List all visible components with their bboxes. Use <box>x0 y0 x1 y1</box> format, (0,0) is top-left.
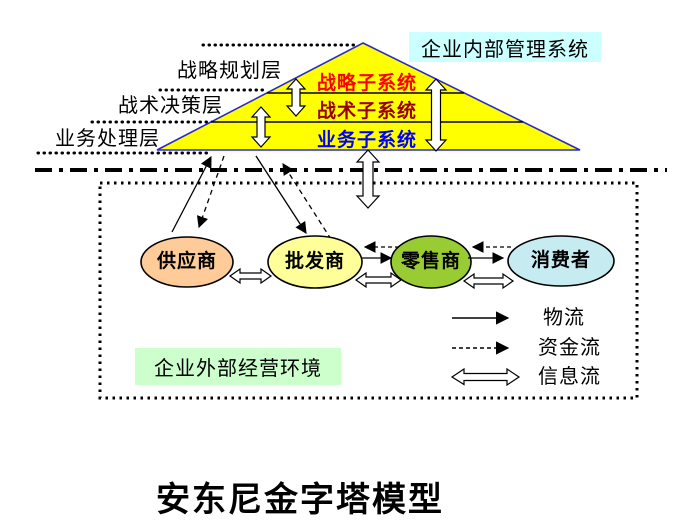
layer-label-tactical-decision: 战术决策层 <box>118 95 223 117</box>
external-environment-label: 企业外部经营环境 <box>135 348 341 385</box>
info-arrow-wholesaler-retailer <box>354 271 403 289</box>
consumer-label: 消费者 <box>530 250 592 272</box>
legend-hollow-arrow-icon <box>450 367 521 387</box>
layer-label-strategic-planning: 战略规划层 <box>177 60 282 82</box>
ellipse-supplier <box>140 236 234 288</box>
info-arrow-retailer-consumer <box>462 272 515 290</box>
info-arrow-pyramid-environment <box>355 149 381 209</box>
money-flow-enterprise-to-supplier <box>196 155 225 229</box>
supplier-label: 供应商 <box>156 251 218 273</box>
legend-label-money-flow: 资金流 <box>538 337 601 359</box>
money-flow-wholesaler-to-enterprise <box>282 163 337 248</box>
material-flow-enterprise-to-wholesaler <box>255 155 307 234</box>
ellipse-wholesaler <box>267 235 363 289</box>
layer-label-business-processing: 业务处理层 <box>55 128 160 150</box>
legend-label-material-flow: 物流 <box>543 307 585 329</box>
pyramid-label-business-subsystem: 业务子系统 <box>316 130 418 151</box>
info-arrow-strategic-tactical <box>285 78 307 117</box>
info-arrow-strategic-business <box>424 78 448 152</box>
info-arrow-tactical-business <box>250 106 272 148</box>
retailer-label: 零售商 <box>400 251 462 273</box>
pyramid-label-strategic-subsystem: 战略子系统 <box>316 73 418 94</box>
internal-system-label: 企业内部管理系统 <box>409 32 601 62</box>
info-arrow-supplier-wholesaler <box>228 267 273 285</box>
pyramid-label-tactical-subsystem: 战术子系统 <box>316 101 418 122</box>
wholesaler-label: 批发商 <box>284 251 346 273</box>
material-flow-supplier-to-enterprise <box>171 155 212 233</box>
page-title: 安东尼金字塔模型 <box>156 481 444 519</box>
legend-label-info-flow: 信息流 <box>538 366 601 388</box>
ellipse-consumer <box>507 235 615 287</box>
